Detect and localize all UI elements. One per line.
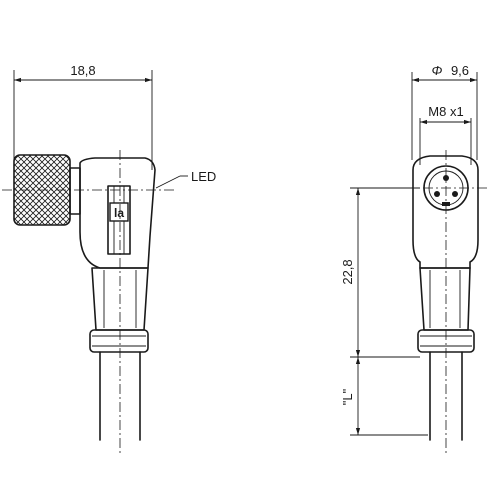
cable-ring [89,329,149,353]
front-view: Φ 9,6 M8 x1 22,8 [340,63,490,455]
nut-collar [69,167,81,215]
connector-body [79,157,156,269]
pin-3 [452,191,458,197]
brand-logo [109,202,129,222]
diameter-symbol: Φ [432,63,443,78]
thread-label: M8 x1 [428,104,463,119]
front-body [412,155,479,269]
led-label: LED [191,169,216,184]
led-leader-line [155,175,181,189]
diameter-value: 9,6 [451,63,469,78]
side-view: 18,8 la LED [2,63,216,455]
length-dimension-label: "L" [340,388,355,405]
height-dimension-label: 22,8 [340,259,355,284]
width-dimension-label: 18,8 [70,63,95,78]
pin-2 [434,191,440,197]
front-strain-relief [419,267,471,331]
latch-window [107,185,131,255]
brand-logo-text: la [114,206,124,220]
